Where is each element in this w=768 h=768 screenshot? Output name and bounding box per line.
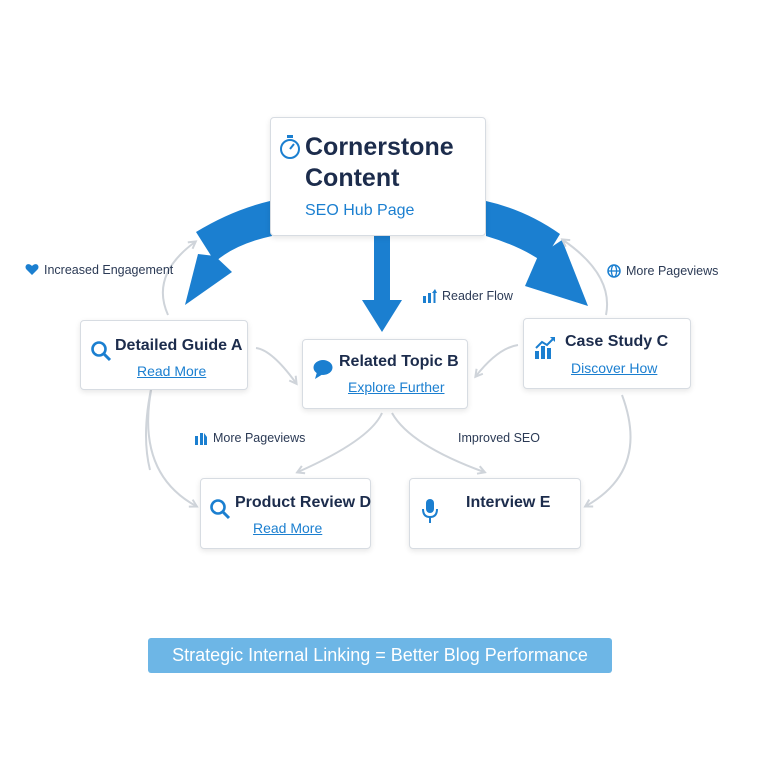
product-review-d-card[interactable]: Product Review D Read More: [200, 478, 371, 549]
topic-b-to-interview-e-connector: [391, 412, 484, 472]
read-more-link[interactable]: Read More: [253, 520, 323, 536]
stopwatch-icon: [280, 135, 300, 159]
bar-chart-icon: [535, 337, 555, 359]
topic-b-to-review-d-connector: [298, 412, 383, 472]
detailed-guide-a-card[interactable]: Detailed Guide A Read More: [80, 320, 248, 390]
search-icon: [210, 499, 231, 520]
globe-icon: [607, 264, 621, 278]
more-pageviews-right-label: More Pageviews: [626, 264, 719, 278]
read-more-link[interactable]: Read More: [137, 363, 207, 379]
heart-icon: [25, 264, 39, 275]
hub-to-case-study-c-arrow: [486, 201, 588, 306]
interview-e-card[interactable]: Interview E: [409, 478, 581, 549]
hub-title-line-1: Cornerstone: [305, 133, 454, 161]
search-icon: [91, 341, 112, 362]
chat-bubble-icon: [313, 360, 333, 379]
case-study-to-interview-e-connector: [586, 394, 632, 506]
hub-title-line-2: Content: [305, 164, 400, 192]
node-title: Product Review D: [235, 494, 372, 511]
explore-further-link[interactable]: Explore Further: [348, 379, 445, 395]
node-title: Case Study C: [565, 333, 669, 350]
node-title: Detailed Guide A: [115, 337, 243, 354]
guide-a-to-topic-b-connector: [255, 347, 296, 383]
hub-to-guide-a-arrow: [185, 201, 272, 305]
improved-seo-label: Improved SEO: [458, 431, 540, 445]
cornerstone-hub-card[interactable]: Cornerstone Content SEO Hub Page: [270, 117, 486, 236]
related-topic-b-card[interactable]: Related Topic B Explore Further: [302, 339, 468, 409]
discover-how-link[interactable]: Discover How: [571, 360, 658, 376]
case-study-to-topic-b-connector: [476, 344, 519, 376]
guide-a-to-review-d-connector: [147, 371, 196, 506]
hub-subtitle: SEO Hub Page: [305, 202, 415, 219]
microphone-icon: [422, 499, 438, 523]
reader-flow-label: Reader Flow: [442, 289, 513, 303]
node-title: Interview E: [466, 494, 551, 511]
more-pageviews-left-label: More Pageviews: [213, 431, 306, 445]
node-title: Related Topic B: [339, 353, 459, 370]
summary-banner: Strategic Internal Linking = Better Blog…: [148, 638, 612, 673]
guide-a-to-hub-connector: [161, 242, 195, 316]
pageviews-icon: [195, 433, 207, 445]
increased-engagement-label: Increased Engagement: [44, 263, 174, 277]
case-study-c-card[interactable]: Case Study C Discover How: [523, 318, 691, 389]
case-study-to-hub-connector: [563, 240, 609, 316]
hub-to-related-topic-b-arrow: [362, 236, 402, 332]
growth-arrow-icon: [423, 289, 437, 303]
hub-title: Cornerstone Content: [305, 132, 454, 194]
